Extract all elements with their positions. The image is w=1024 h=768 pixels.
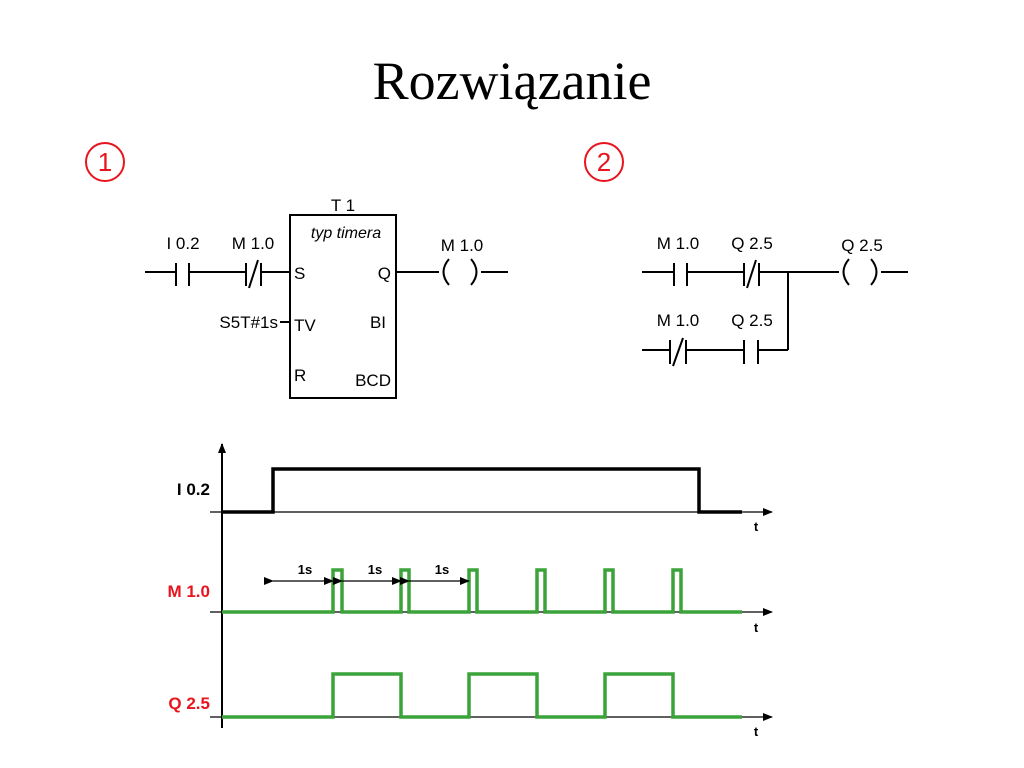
coil-m10-label: M 1.0 xyxy=(441,236,484,255)
row1-contact-q25-label: Q 2.5 xyxy=(731,234,773,253)
timer-pin-bcd: BCD xyxy=(355,371,391,390)
coil-q25-right-arc xyxy=(870,258,878,286)
page-title: Rozwiązanie xyxy=(372,51,652,111)
row1-contact-m10-label: M 1.0 xyxy=(657,234,700,253)
timer-pin-s: S xyxy=(294,264,305,283)
coil-m10-right-arc xyxy=(470,258,478,286)
row2-contact-m10-label: M 1.0 xyxy=(657,311,700,330)
timer-tv-value: S5T#1s xyxy=(219,313,278,332)
axis-i02-t-label: t xyxy=(754,519,759,534)
timer-pin-bi: BI xyxy=(370,313,386,332)
waveform-q25 xyxy=(222,672,742,719)
waveform-i02 xyxy=(222,467,742,514)
coil-q25-left-arc xyxy=(842,258,850,286)
circuit-2-number-circle xyxy=(584,142,624,182)
timing-diagram: t t t I 0.2 M 1.0 Q 2.5 1s 1s 1s xyxy=(167,443,773,739)
timer-pin-q: Q xyxy=(378,264,391,283)
circuit-1-number: 1 xyxy=(98,147,112,177)
coil-q25-label: Q 2.5 xyxy=(841,236,883,255)
signal-label-q25: Q 2.5 xyxy=(168,694,210,713)
interval-3-label: 1s xyxy=(435,562,449,577)
axis-m10-t-label: t xyxy=(754,620,759,635)
waveform-m10 xyxy=(222,568,742,614)
circuit-1: 1 I 0.2 M 1.0 T 1 typ timera S Q TV BI R… xyxy=(85,142,508,399)
signal-label-m10: M 1.0 xyxy=(167,582,210,601)
contact-m10-nc-slash xyxy=(248,259,259,289)
signal-label-i02: I 0.2 xyxy=(177,480,210,499)
circuit-2: 2 M 1.0 Q 2.5 Q 2.5 M 1.0 Q 2.5 xyxy=(584,142,908,367)
circuit-1-number-circle xyxy=(85,142,125,182)
timer-pin-r: R xyxy=(294,366,306,385)
circuit-2-number: 2 xyxy=(597,147,611,177)
timer-name: T 1 xyxy=(331,196,355,215)
timer-type: typ timera xyxy=(311,225,381,242)
coil-m10-left-arc xyxy=(442,258,450,286)
timer-pin-tv: TV xyxy=(294,316,316,335)
contact-m10-label: M 1.0 xyxy=(232,234,275,253)
row2-contact-q25-label: Q 2.5 xyxy=(731,311,773,330)
interval-2-label: 1s xyxy=(368,562,382,577)
contact-i02-label: I 0.2 xyxy=(166,234,199,253)
axis-q25-t-label: t xyxy=(754,724,759,739)
timer-block xyxy=(289,214,397,399)
interval-1-label: 1s xyxy=(298,562,312,577)
